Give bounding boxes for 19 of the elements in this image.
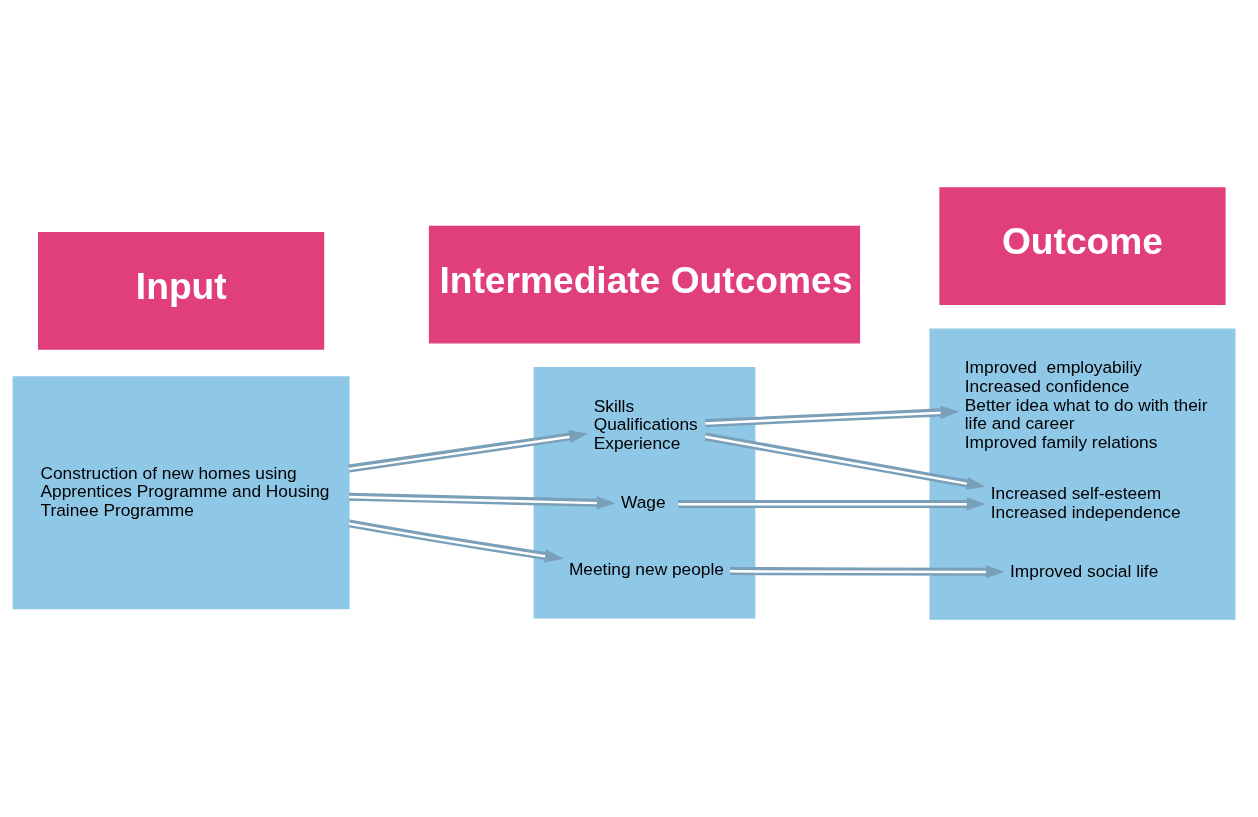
node-text: Increased self-esteem Increased independence (990, 483, 1181, 522)
arrow (730, 565, 1005, 579)
node-text: Skills Qualifications Experience (593, 395, 698, 454)
arrow (348, 519, 564, 563)
node-box: Input (38, 231, 325, 350)
node-box: Outcome (939, 187, 1226, 306)
node-box: Construction of new homes using Apprentices Programme and Housing Trainee Programme (12, 376, 350, 610)
node-text: Improved social life (1010, 560, 1159, 581)
node-box: Intermediate Outcomes (428, 225, 861, 344)
cluster (533, 367, 756, 619)
arrow (678, 497, 986, 511)
arrow (704, 432, 986, 490)
node-text: Meeting new people (568, 559, 725, 580)
cluster (929, 328, 1236, 620)
arrow (348, 430, 588, 473)
arrow (705, 405, 960, 428)
arrow (348, 492, 616, 510)
node-text: Wage (620, 492, 666, 513)
node-text: Improved employabiliy Increased confidence Better idea what to do with their life and career Improved family relations (964, 357, 1208, 452)
